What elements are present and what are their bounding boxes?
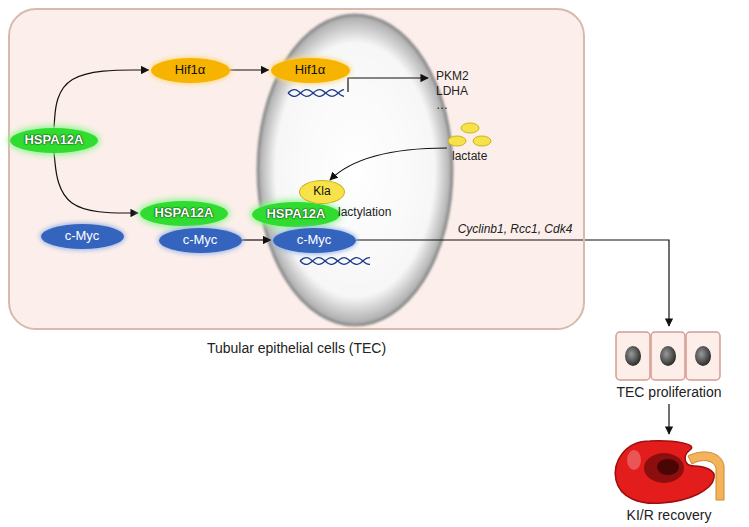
cell-shape	[651, 332, 685, 380]
node-label: HSPA12A	[266, 207, 325, 222]
node-label: HSPA12A	[154, 206, 213, 221]
hif1a-protein: Hif1α	[271, 58, 350, 83]
annotation-label: lactate	[452, 150, 487, 164]
node-label: Hif1α	[175, 63, 206, 78]
node-label: c-Myc	[297, 233, 332, 248]
lactyl-mark: Kla	[299, 180, 345, 204]
nucleus	[258, 15, 452, 325]
hspa12a-protein: HSPA12A	[10, 128, 98, 153]
kidney	[615, 441, 714, 503]
node-label: HSPA12A	[24, 133, 83, 148]
cell-shape	[616, 332, 650, 380]
arrow-connector	[230, 69, 269, 70]
lactate-arrow	[330, 148, 447, 180]
kidney-picture	[615, 441, 724, 503]
dna-strand	[300, 258, 370, 265]
lactate-dot	[473, 136, 491, 146]
node-label: Kla	[313, 185, 330, 199]
lactate-dot	[461, 123, 479, 133]
kidney-medulla	[644, 453, 684, 483]
node-label: KI/R recovery	[627, 507, 712, 523]
arrow-connector	[54, 70, 149, 128]
annotation-label: LDHA	[436, 85, 468, 99]
arrow-connector	[54, 153, 138, 214]
lactate-dot	[448, 136, 466, 146]
cell-nucleus	[695, 346, 711, 366]
picture-node: TEC proliferation	[612, 328, 726, 402]
kidney-highlight	[627, 450, 641, 470]
cell-nucleus	[625, 346, 641, 366]
arrow-connector	[242, 239, 271, 240]
hspa12a-protein: HSPA12A	[140, 201, 228, 226]
dna-strands	[288, 90, 370, 265]
transcription-arrow	[348, 78, 428, 92]
annotation-label: PKM2	[436, 70, 469, 84]
node-label: TEC proliferation	[616, 384, 721, 400]
arrow-connector	[668, 404, 669, 434]
node-label: Hif1α	[295, 63, 326, 78]
dna-strand	[288, 90, 344, 97]
cell-fill	[9, 9, 584, 329]
picture-node: KI/R recovery	[604, 436, 734, 525]
cmyc-protein: c-Myc	[273, 228, 356, 253]
arrow-connector	[356, 240, 670, 326]
dna-strand	[300, 258, 370, 265]
cmyc-protein: c-Myc	[159, 228, 242, 253]
cell-shape	[686, 332, 720, 380]
hspa12a-protein: HSPA12A	[252, 202, 340, 227]
cell-outline: Tubular epithelial cells (TEC)HSPA12AHif…	[8, 8, 585, 330]
node-label: c-Myc	[65, 229, 100, 244]
annotation-label: lactylation	[338, 206, 391, 220]
cmyc-protein: c-Myc	[41, 224, 124, 249]
node-label: c-Myc	[183, 233, 218, 248]
node-label: Tubular epithelial cells (TEC)	[207, 340, 386, 356]
dna-strand	[288, 90, 344, 97]
cell-nucleus	[660, 346, 676, 366]
gene-label: Cyclinb1, Rcc1, Cdk4	[458, 223, 573, 237]
hif1a-protein: Hif1α	[151, 58, 230, 83]
kidney-pelvis	[657, 459, 679, 475]
annotation-label: …	[436, 99, 448, 113]
cells-picture	[616, 332, 720, 380]
